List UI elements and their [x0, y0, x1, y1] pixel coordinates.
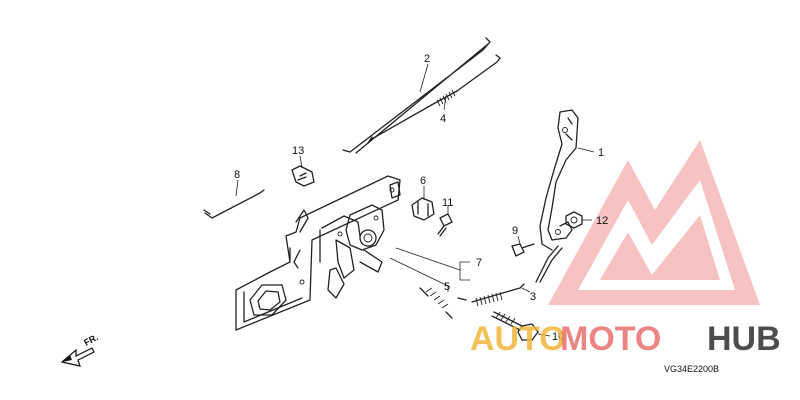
control-plate — [235, 175, 401, 331]
callout-1: 1 — [598, 147, 604, 159]
part-3-link — [535, 245, 563, 283]
part-5-hook — [457, 297, 467, 301]
callout-10: 10 — [552, 331, 564, 343]
callout-2: 2 — [424, 53, 430, 65]
callout-8: 8 — [234, 169, 240, 181]
part-11-bolt — [437, 213, 453, 237]
callout-7: 7 — [476, 257, 482, 269]
part-8-rod — [203, 189, 265, 219]
front-direction-arrow — [60, 347, 95, 367]
part-4-spring-rod — [367, 54, 501, 144]
part-5-spring-a — [419, 287, 453, 319]
part-1-lever — [539, 109, 579, 251]
direction-label: FR. — [82, 332, 99, 348]
watermark-logo — [548, 140, 760, 305]
callout-9: 9 — [512, 225, 518, 237]
callout-6: 6 — [420, 175, 426, 187]
watermark-auto: AUTO — [470, 320, 566, 358]
callout-5: 5 — [444, 281, 450, 293]
diagram-code: VG34E2200B — [664, 364, 719, 374]
part-13-clip — [291, 165, 315, 187]
part-3-spring — [471, 283, 525, 307]
part-2-rod — [342, 37, 491, 154]
part-6-bracket — [411, 197, 435, 221]
callout-13: 13 — [292, 145, 304, 157]
callout-3: 3 — [530, 291, 536, 303]
watermark-hub: HUB — [707, 320, 781, 358]
callout-11: 11 — [442, 197, 453, 209]
callout-12: 12 — [596, 215, 608, 227]
callout-4: 4 — [440, 113, 446, 125]
part-1-pivot — [562, 127, 568, 133]
part-12-nut — [565, 211, 583, 229]
part-9-bolt — [511, 243, 535, 257]
watermark-moto: MOTO — [560, 320, 661, 358]
leader-lines — [235, 63, 595, 337]
part-10-bolt — [491, 311, 539, 341]
